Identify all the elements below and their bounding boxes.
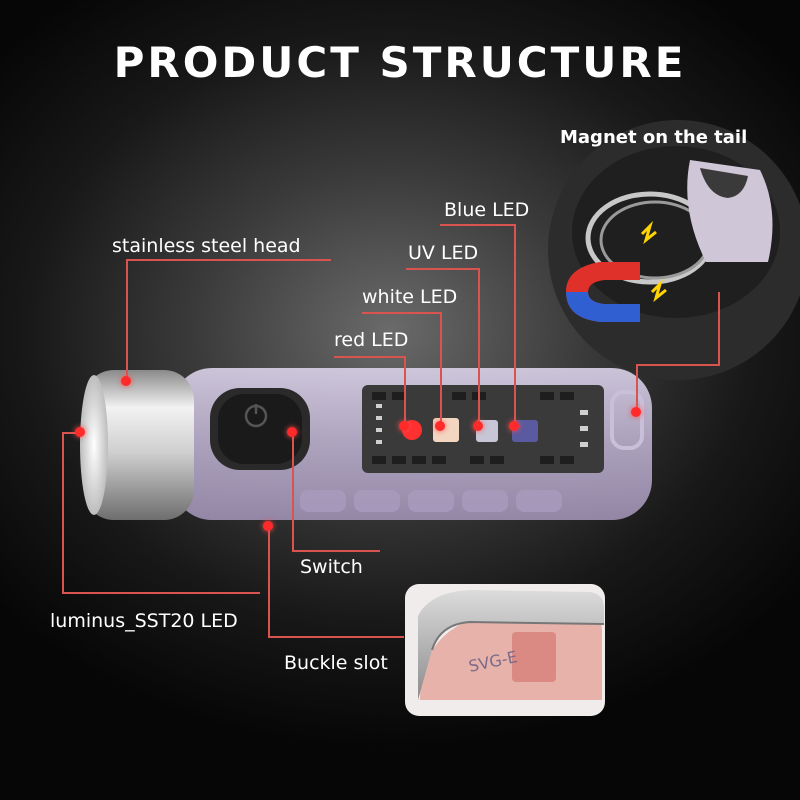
leader-magnet-v2 xyxy=(636,364,638,412)
marker-red-led xyxy=(399,421,409,431)
leader-sst20-tick xyxy=(62,432,80,434)
magnet-inset xyxy=(548,120,800,380)
marker-switch xyxy=(287,427,297,437)
label-white-led: white LED xyxy=(362,286,458,308)
leader-red-led-h xyxy=(334,356,406,358)
steel-head xyxy=(84,370,194,520)
leader-buckle-h xyxy=(268,636,404,638)
label-sst20-led: luminus_SST20 LED xyxy=(50,610,238,632)
label-switch: Switch xyxy=(300,556,363,578)
marker-buckle-slot xyxy=(263,521,273,531)
leader-uv-led-h xyxy=(406,268,480,270)
leader-uv-led xyxy=(478,268,480,426)
leader-steel-head-h xyxy=(126,259,331,261)
marker-uv-led xyxy=(473,421,483,431)
leader-magnet-v xyxy=(718,292,720,364)
leader-buckle-v xyxy=(268,526,270,638)
marker-magnet xyxy=(631,407,641,417)
flashlight-body xyxy=(80,368,652,520)
leader-sst20-h xyxy=(62,592,260,594)
leader-blue-led xyxy=(514,224,516,424)
leader-magnet-h xyxy=(636,364,720,366)
leader-blue-led-h xyxy=(440,224,516,226)
buckle-inset: SVG-E xyxy=(405,584,605,716)
marker-blue-led xyxy=(509,421,519,431)
label-buckle-slot: Buckle slot xyxy=(284,652,388,674)
leader-red-led xyxy=(404,356,406,426)
label-blue-led: Blue LED xyxy=(444,199,530,221)
label-uv-led: UV LED xyxy=(408,242,479,264)
marker-steel-head xyxy=(121,376,131,386)
leader-switch-h xyxy=(292,550,380,552)
leader-white-led xyxy=(440,312,442,426)
leader-steel-head-v xyxy=(126,259,128,381)
label-magnet: Magnet on the tail xyxy=(560,127,748,148)
page-title: PRODUCT STRUCTURE xyxy=(113,38,687,87)
leader-sst20-v xyxy=(62,432,64,592)
label-red-led: red LED xyxy=(334,329,409,351)
marker-sst20-led xyxy=(75,427,85,437)
leader-switch-v xyxy=(292,432,294,552)
label-steel-head: stainless steel head xyxy=(112,235,301,257)
marker-white-led xyxy=(435,421,445,431)
leader-white-led-h xyxy=(362,312,442,314)
